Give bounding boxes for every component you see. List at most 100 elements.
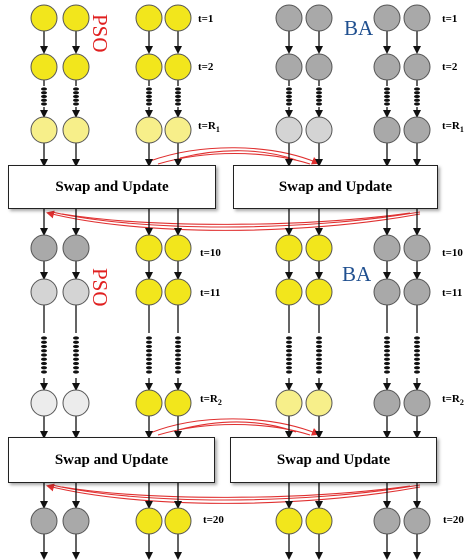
- vertical-dots-icon: [73, 361, 79, 366]
- curved-arrow-icon: [61, 212, 411, 225]
- curved-arrow-icon: [157, 153, 311, 165]
- ba-label-top: BA: [344, 16, 374, 40]
- population-node: [135, 278, 163, 306]
- vertical-dots-icon: [146, 87, 152, 91]
- vertical-dots-icon: [41, 98, 47, 102]
- vertical-dots-icon: [414, 370, 420, 374]
- population-node: [305, 116, 333, 144]
- vertical-dots-icon: [175, 87, 181, 91]
- population-node: [403, 234, 431, 262]
- population-node: [30, 389, 58, 417]
- population-node: [30, 278, 58, 306]
- population-node: [164, 4, 192, 32]
- curved-arrow-icon: [149, 418, 320, 436]
- vertical-dots-icon: [384, 357, 390, 361]
- vertical-dots-icon: [384, 94, 390, 99]
- population-node: [164, 53, 192, 81]
- time-label-t20: t=20: [203, 514, 224, 526]
- vertical-dots-icon: [384, 349, 390, 353]
- vertical-dots-icon: [41, 91, 47, 95]
- population-node: [373, 116, 401, 144]
- population-node: [135, 389, 163, 417]
- flow-arrows: [40, 31, 421, 560]
- curved-arrow-icon: [177, 421, 297, 433]
- population-nodes: [30, 4, 431, 535]
- population-node: [135, 4, 163, 32]
- time-label-t10-right: t=10: [442, 247, 463, 259]
- vertical-dots-icon: [316, 102, 322, 106]
- vertical-dots-icon: [146, 357, 152, 361]
- curved-arrow-icon: [51, 211, 421, 228]
- vertical-dots-icon: [146, 344, 152, 349]
- vertical-dots-icon: [384, 102, 390, 106]
- population-node: [275, 278, 303, 306]
- vertical-dots-icon: [286, 340, 292, 344]
- vertical-dots-icon: [286, 344, 292, 349]
- vertical-dots-icon: [73, 102, 79, 106]
- population-node: [275, 507, 303, 535]
- population-node: [275, 116, 303, 144]
- vertical-dots-icon: [175, 102, 181, 106]
- vertical-dots-icon: [175, 344, 181, 349]
- population-node: [62, 234, 90, 262]
- vertical-dots-icon: [73, 366, 79, 370]
- vertical-dots-icon: [41, 87, 47, 91]
- population-node: [275, 53, 303, 81]
- population-node: [30, 4, 58, 32]
- time-label-t1-right: t=1: [442, 13, 458, 25]
- swap-update-box-top-left: Swap and Update: [8, 165, 216, 209]
- population-node: [305, 389, 333, 417]
- vertical-dots-icon: [316, 87, 322, 91]
- vertical-dots-icon: [73, 357, 79, 361]
- vertical-dots-icon: [414, 87, 420, 91]
- vertical-dots-icon: [146, 98, 152, 102]
- population-node: [305, 278, 333, 306]
- vertical-dots-icon: [384, 344, 390, 349]
- vertical-dots-icon: [41, 344, 47, 349]
- vertical-dots-icon: [41, 366, 47, 370]
- time-label-r1-right: t=R1: [442, 120, 464, 135]
- vertical-dots-icon: [146, 370, 152, 374]
- vertical-dots-icon: [175, 349, 181, 353]
- vertical-dots-icon: [146, 91, 152, 95]
- population-node: [135, 234, 163, 262]
- vertical-dots-icon: [384, 340, 390, 344]
- vertical-dots-icon: [175, 340, 181, 344]
- vertical-dots-icon: [384, 366, 390, 370]
- vertical-dots-icon: [73, 370, 79, 374]
- vertical-dots-icon: [414, 102, 420, 106]
- vertical-dots-icon: [175, 361, 181, 366]
- vertical-dots-icon: [41, 361, 47, 366]
- population-node: [164, 234, 192, 262]
- swap-update-box-bottom-left: Swap and Update: [8, 437, 215, 483]
- vertical-dots-icon: [175, 91, 181, 95]
- vertical-dots-icon: [286, 357, 292, 361]
- time-label-r2: t=R2: [200, 393, 222, 408]
- vertical-dots-icon: [41, 94, 47, 99]
- vertical-dots-icon: [414, 353, 420, 357]
- population-node: [373, 507, 401, 535]
- vertical-dots-icon: [384, 91, 390, 95]
- swap-update-box-top-right: Swap and Update: [233, 165, 438, 209]
- population-node: [135, 507, 163, 535]
- vertical-dots-icon: [316, 91, 322, 95]
- vertical-dots-icon: [286, 361, 292, 366]
- population-node: [403, 4, 431, 32]
- vertical-dots-icon: [41, 102, 47, 106]
- curved-arrow-icon: [179, 150, 297, 161]
- vertical-dots-icon: [384, 370, 390, 374]
- population-node: [403, 507, 431, 535]
- curved-arrow-icon: [46, 483, 421, 504]
- population-node: [135, 53, 163, 81]
- population-node: [30, 116, 58, 144]
- population-node: [403, 53, 431, 81]
- vertical-dots-icon: [146, 353, 152, 357]
- vertical-dots-icon: [175, 353, 181, 357]
- population-node: [403, 278, 431, 306]
- vertical-dots-icon: [286, 87, 292, 91]
- vertical-dots-icon: [384, 336, 390, 340]
- vertical-dots-icon: [73, 94, 79, 99]
- vertical-dots-icon: [384, 361, 390, 366]
- vertical-dots-icon: [286, 336, 292, 340]
